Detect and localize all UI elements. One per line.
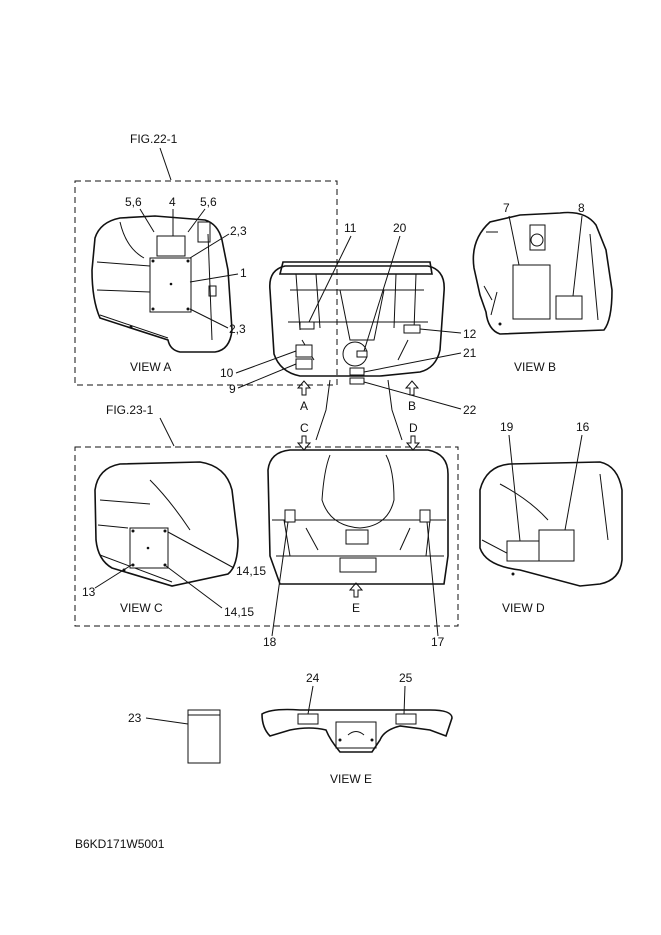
label-18 [284,509,296,523]
fig22-leader [159,147,172,181]
callout-21: 21 [463,346,477,360]
callout-8: 8 [578,201,585,215]
label-12 [403,324,421,334]
arrow-d-icon [405,435,421,451]
label-20 [356,350,368,358]
callout-19: 19 [500,420,514,434]
fig23-box [74,446,459,627]
arrow-d-label: D [409,421,418,435]
view-e-title: VIEW E [330,772,372,786]
view-a-fender [91,215,233,353]
callout-17: 17 [431,635,445,649]
callout-14-15-top: 14,15 [236,564,266,578]
label-17 [419,509,431,523]
arrow-a-icon [296,380,312,396]
callout-18: 18 [263,635,277,649]
arrow-c-label: C [300,421,309,435]
label-9 [295,358,313,370]
label-22 [349,377,365,385]
atv-rear-top-view [267,449,449,585]
view-b-fender [472,211,613,335]
callout-9: 9 [229,382,236,396]
arrow-e-label: E [352,601,360,615]
label-8 [555,295,583,320]
callout-14-15-bottom: 14,15 [224,605,254,619]
callout-23: 23 [128,711,142,725]
fig22-box [74,180,338,386]
arrow-c-icon [296,435,312,451]
view-d-fender [479,461,623,587]
arrow-a-label: A [300,399,308,413]
callout-2-3-bottom: 2,3 [229,322,246,336]
view-c-title: VIEW C [120,601,163,615]
label-25 [395,713,417,725]
callout-24: 24 [306,671,320,685]
drawing-code: B6KD171W5001 [75,837,165,851]
callout-25: 25 [399,671,413,685]
label-11 [299,321,315,330]
callout-5-6-left: 5,6 [125,195,142,209]
callout-13: 13 [82,585,96,599]
view-b-title: VIEW B [514,360,556,374]
callout-5-6-right: 5,6 [200,195,217,209]
callout-7: 7 [503,201,510,215]
callout-20: 20 [393,221,407,235]
label-23 [187,709,221,764]
callout-16: 16 [576,420,590,434]
label-10 [295,344,313,358]
label-21 [349,367,365,376]
label-24 [297,713,319,725]
callout-2-3-top: 2,3 [230,224,247,238]
callout-4: 4 [169,195,176,209]
view-d-title: VIEW D [502,601,545,615]
callout-12: 12 [463,327,477,341]
label-4 [156,235,186,257]
label-7 [512,264,551,320]
callout-11: 11 [344,221,357,235]
fig-ref-22: FIG.22-1 [130,132,178,146]
callout-1: 1 [240,266,247,280]
arrow-e-icon [348,582,364,598]
label-19 [506,540,540,562]
callout-22: 22 [463,403,477,417]
fig-ref-23: FIG.23-1 [106,403,154,417]
view-a-title: VIEW A [130,360,171,374]
label-16 [538,529,575,562]
arrow-b-icon [404,380,420,396]
callout-10: 10 [220,366,234,380]
arrow-b-label: B [408,399,416,413]
view-e-bumper [261,708,453,753]
